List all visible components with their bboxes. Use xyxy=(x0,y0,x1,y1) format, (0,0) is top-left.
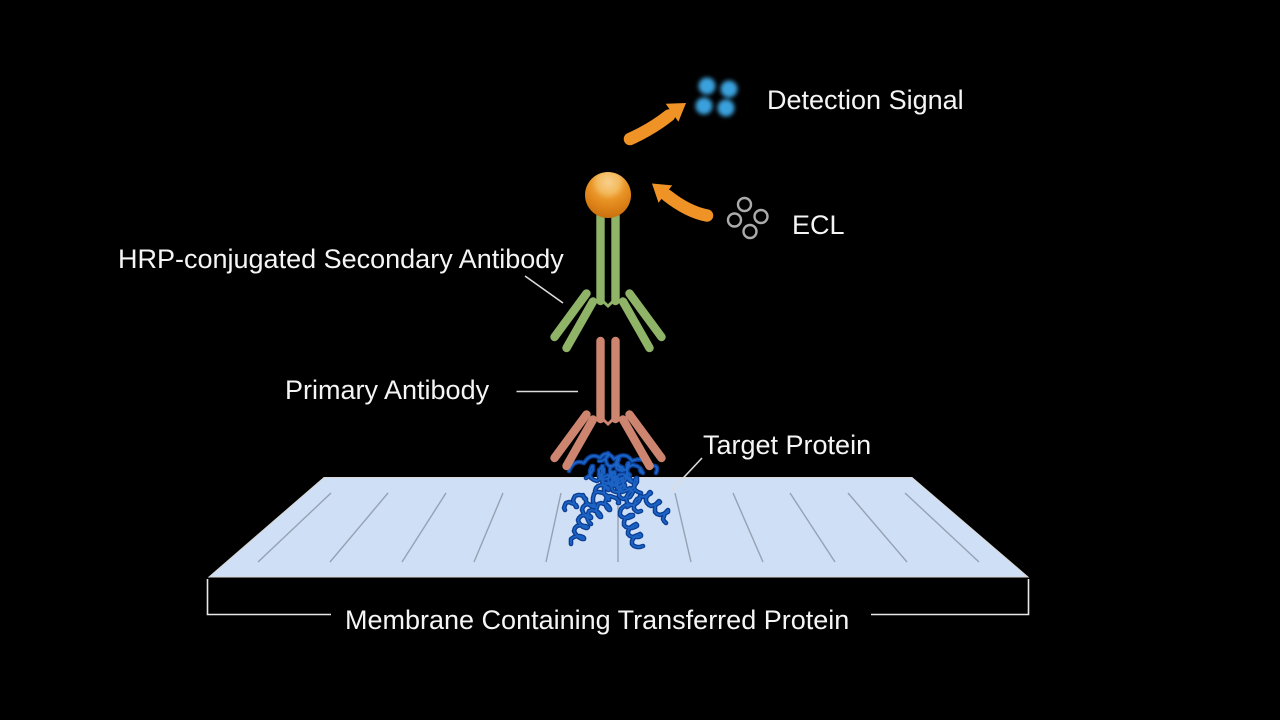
svg-text:Detection Signal: Detection Signal xyxy=(767,85,964,115)
svg-text:ECL: ECL xyxy=(792,210,845,240)
svg-text:Primary Antibody: Primary Antibody xyxy=(285,375,490,405)
svg-text:Membrane Containing Transferre: Membrane Containing Transferred Protein xyxy=(345,605,849,635)
svg-text:HRP-conjugated Secondary Antib: HRP-conjugated Secondary Antibody xyxy=(118,244,564,274)
svg-text:Target Protein: Target Protein xyxy=(703,430,871,460)
